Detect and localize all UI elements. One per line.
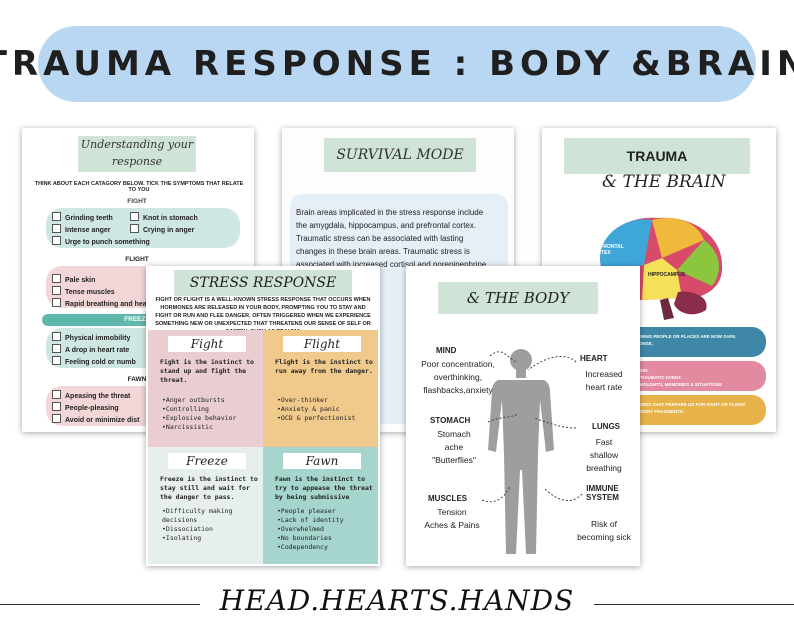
response-card-title: Understanding your response xyxy=(78,136,196,172)
symptom-checkbox[interactable]: Pale skin xyxy=(52,274,95,284)
list-item: Lack of identity xyxy=(277,516,344,525)
list-item: Anxiety & panic xyxy=(277,405,355,414)
response-title-line2: response xyxy=(111,155,163,168)
list-item: Dissociation xyxy=(162,525,263,534)
list-item: Isolating xyxy=(162,534,263,543)
quadrant-fawn: Fawn Fawn is the instinct to try to appe… xyxy=(263,447,378,564)
quadrant-title: Fawn xyxy=(283,453,361,469)
label-stomach: STOMACH xyxy=(430,416,471,425)
title-banner: TRAUMA RESPONSE : BODY &BRAIN xyxy=(0,26,794,102)
symptom-checkbox[interactable]: Apeasing the threat xyxy=(52,390,130,400)
survival-text-line: the amygdala, hippocampus, and prefronta… xyxy=(296,221,477,230)
label-immune: IMMUNE SYSTEM xyxy=(586,484,619,502)
survival-text-line: Traumatic stress can be associated with … xyxy=(296,234,464,243)
banner-title: TRAUMA RESPONSE : BODY &BRAIN xyxy=(0,44,794,84)
symptom-checkbox[interactable]: People-pleasing xyxy=(52,402,119,412)
list-item: People pleaser xyxy=(277,507,344,516)
quadrant-title: Fight xyxy=(168,336,246,352)
list-item: Anger outbursts xyxy=(162,396,236,405)
quadrant-title: Freeze xyxy=(168,453,246,469)
quadrant-desc: Freeze is the instinct to stay still and… xyxy=(160,475,258,501)
survival-text-line: Brain areas implicated in the stress res… xyxy=(296,208,484,217)
card-the-body: & THE BODY MIND Poor concentration, over… xyxy=(406,266,640,566)
brain-card-subtitle: & THE BRAIN xyxy=(602,172,726,192)
category-flight: FLIGHT xyxy=(125,256,149,263)
label-lungs: LUNGS xyxy=(592,422,620,431)
symptom-checkbox[interactable]: Intense anger xyxy=(52,224,111,234)
symptom-checkbox[interactable]: Rapid breathing and hea xyxy=(52,298,147,308)
list-item: Narcissistic xyxy=(162,423,236,432)
label-mind: MIND xyxy=(436,346,457,355)
list-item: Over-thinker xyxy=(277,396,355,405)
quadrant-desc: Flight is the instinct to run away from … xyxy=(275,358,373,375)
symptom-checkbox[interactable]: Physical immobility xyxy=(52,332,130,342)
symptom-checkbox[interactable]: Grinding teeth xyxy=(52,212,113,222)
quadrant-list: People pleaser Lack of identity Overwhel… xyxy=(277,507,344,552)
label-muscles: MUSCLES xyxy=(428,494,468,503)
list-item: Codependency xyxy=(277,543,344,552)
symptom-checkbox[interactable]: Crying in anger xyxy=(130,224,194,234)
survival-text-line: associated with increased cortisol and n… xyxy=(296,260,487,269)
list-item: Controlling xyxy=(162,405,236,414)
text-mind: Poor concentration, overthinking, flashb… xyxy=(421,359,495,395)
list-item: OCD & perfectionist xyxy=(277,414,355,423)
label-hippocampus: HIPPOCAMPUS xyxy=(648,272,686,278)
quadrant-list: Difficulty making decisions Dissociation… xyxy=(162,507,263,543)
response-instructions: THINK ABOUT EACH CATAGORY BELOW. TICK TH… xyxy=(34,181,244,193)
footer-brand: HEAD.HEARTS.HANDS xyxy=(219,584,575,617)
text-muscles: Tension Aches & Pains xyxy=(424,507,480,530)
quadrant-list: Anger outbursts Controlling Explosive be… xyxy=(162,396,236,432)
symptom-checkbox[interactable]: Knot in stomach xyxy=(130,212,198,222)
label-prefrontal: PREFRONTAL CORTEX xyxy=(590,244,624,256)
survival-text-line: changes in these brain areas. Traumatic … xyxy=(296,247,470,256)
quadrant-title: Flight xyxy=(283,336,361,352)
list-item: Difficulty making decisions xyxy=(162,507,263,525)
connector-arrows xyxy=(481,351,583,503)
quadrant-desc: Fight is the instinct to stand up and fi… xyxy=(160,358,254,384)
quadrant-flight: Flight Flight is the instinct to run awa… xyxy=(263,330,378,447)
quadrant-desc: Fawn is the instinct to try to appease t… xyxy=(275,475,373,501)
symptom-checkbox[interactable]: Feeling cold or numb xyxy=(52,356,136,366)
footer-divider-left xyxy=(0,604,200,605)
list-item: Explosive behavior xyxy=(162,414,236,423)
body-title: & THE BODY xyxy=(438,282,598,314)
text-immune: Risk of becoming sick xyxy=(577,519,631,542)
text-lungs: Fast shallow breathing xyxy=(586,437,622,473)
symptom-checkbox[interactable]: Urge to punch something xyxy=(52,236,150,246)
list-item: Overwhelmed xyxy=(277,525,344,534)
footer-divider-right xyxy=(594,604,794,605)
label-heart: HEART xyxy=(580,354,608,363)
symptom-checkbox[interactable]: Avoid or minimize dist xyxy=(52,414,139,424)
brain-card-title: TRAUMA xyxy=(564,138,750,174)
symptom-checkbox[interactable]: A drop in heart rate xyxy=(52,344,129,354)
text-stomach: Stomach ache "Butterflies" xyxy=(432,429,476,465)
category-fawn: FAWN xyxy=(127,376,147,383)
response-title-line1: Understanding your xyxy=(80,138,194,151)
card-stress-response: STRESS RESPONSE FIGHT OR FLIGHT IS A WEL… xyxy=(146,266,380,566)
body-silhouette xyxy=(488,349,554,554)
stress-title: STRESS RESPONSE xyxy=(174,270,352,296)
list-item: No boundaries xyxy=(277,534,344,543)
quadrant-fight: Fight Fight is the instinct to stand up … xyxy=(148,330,263,447)
quadrant-list: Over-thinker Anxiety & panic OCD & perfe… xyxy=(277,396,355,423)
text-heart: Increased heart rate xyxy=(585,369,623,392)
symptom-checkbox[interactable]: Tense muscles xyxy=(52,286,115,296)
category-fight: FIGHT xyxy=(127,198,147,205)
quadrant-freeze: Freeze Freeze is the instinct to stay st… xyxy=(148,447,263,564)
survival-title: SURVIVAL MODE xyxy=(324,138,476,172)
